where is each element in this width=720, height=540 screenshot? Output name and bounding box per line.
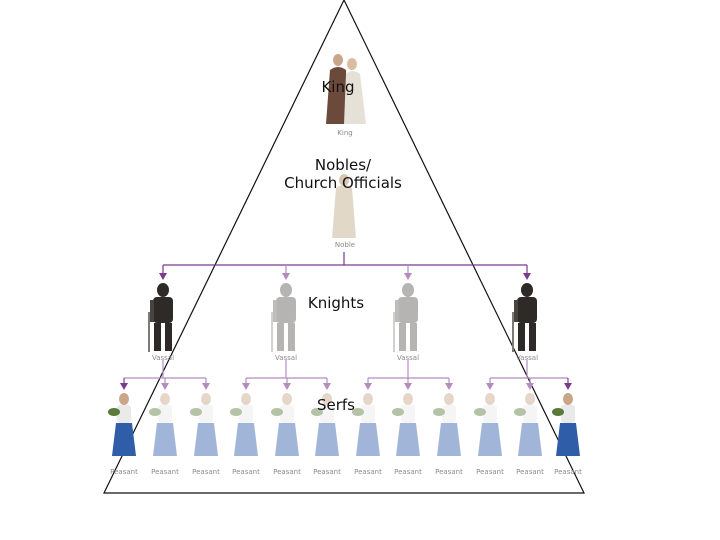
caption-peasant: Peasant xyxy=(394,468,422,476)
connector-serf-arrow xyxy=(202,383,210,390)
caption-peasant: Peasant xyxy=(192,468,220,476)
caption-peasant: Peasant xyxy=(476,468,504,476)
caption-peasant: Peasant xyxy=(554,468,582,476)
knight-figure xyxy=(393,283,418,352)
tier-label-serfs: Serfs xyxy=(316,396,355,414)
connector-serf-arrow xyxy=(404,383,412,390)
connector-serf-arrow xyxy=(161,383,169,390)
caption-peasant: Peasant xyxy=(110,468,138,476)
serf-figure xyxy=(514,393,542,456)
tier-label-nobles-line1: Nobles/ xyxy=(314,156,372,174)
caption-noble: Noble xyxy=(334,241,356,249)
serf-figure xyxy=(352,393,380,456)
connector-serf-arrow xyxy=(242,383,250,390)
tier-figures xyxy=(108,54,580,456)
serf-figure xyxy=(190,393,218,456)
caption-peasant: Peasant xyxy=(273,468,301,476)
connector-serf-arrow xyxy=(323,383,331,390)
serf-figure xyxy=(474,393,502,456)
serf-figure xyxy=(311,393,339,456)
king-figure xyxy=(326,54,366,124)
caption-vassal: Vassal xyxy=(274,354,298,362)
connector-knight-arrow xyxy=(523,273,531,280)
tier-label-knights: Knights xyxy=(307,294,365,312)
serf-figure xyxy=(392,393,420,456)
connector-knight-arrow xyxy=(282,273,290,280)
noble-figure xyxy=(332,174,356,238)
caption-peasant: Peasant xyxy=(313,468,341,476)
tier-label-nobles: Nobles/ Church Officials xyxy=(258,156,428,192)
knight-figure xyxy=(271,283,296,352)
connector-serf-arrow xyxy=(486,383,494,390)
serf-figure xyxy=(433,393,461,456)
connector-serf-arrow xyxy=(120,383,128,390)
pyramid-outline xyxy=(103,0,585,494)
connector-serf-arrow xyxy=(526,383,534,390)
serf-figure xyxy=(230,393,258,456)
connector-serf-arrow xyxy=(445,383,453,390)
hierarchy-connectors xyxy=(120,252,572,390)
tier-label-nobles-line2: Church Officials xyxy=(284,174,402,192)
connector-serf-arrow xyxy=(564,383,572,390)
connector-knight-arrow xyxy=(404,273,412,280)
connector-knight-arrow xyxy=(159,273,167,280)
caption-peasant: Peasant xyxy=(354,468,382,476)
caption-peasant: Peasant xyxy=(151,468,179,476)
serf-figure xyxy=(149,393,177,456)
caption-peasant: Peasant xyxy=(516,468,544,476)
caption-peasant: Peasant xyxy=(435,468,463,476)
knight-figure xyxy=(512,283,537,352)
serf-figure xyxy=(271,393,299,456)
serf-figure xyxy=(552,393,580,456)
caption-vassal: Vassal xyxy=(515,354,539,362)
tier-label-king: King xyxy=(321,78,355,96)
connector-serf-arrow xyxy=(364,383,372,390)
knight-figure xyxy=(148,283,173,352)
serf-figure xyxy=(108,393,136,456)
caption-king: King xyxy=(337,129,353,137)
connector-serf-arrow xyxy=(283,383,291,390)
caption-vassal: Vassal xyxy=(396,354,420,362)
caption-peasant: Peasant xyxy=(232,468,260,476)
caption-vassal: Vassal xyxy=(151,354,175,362)
